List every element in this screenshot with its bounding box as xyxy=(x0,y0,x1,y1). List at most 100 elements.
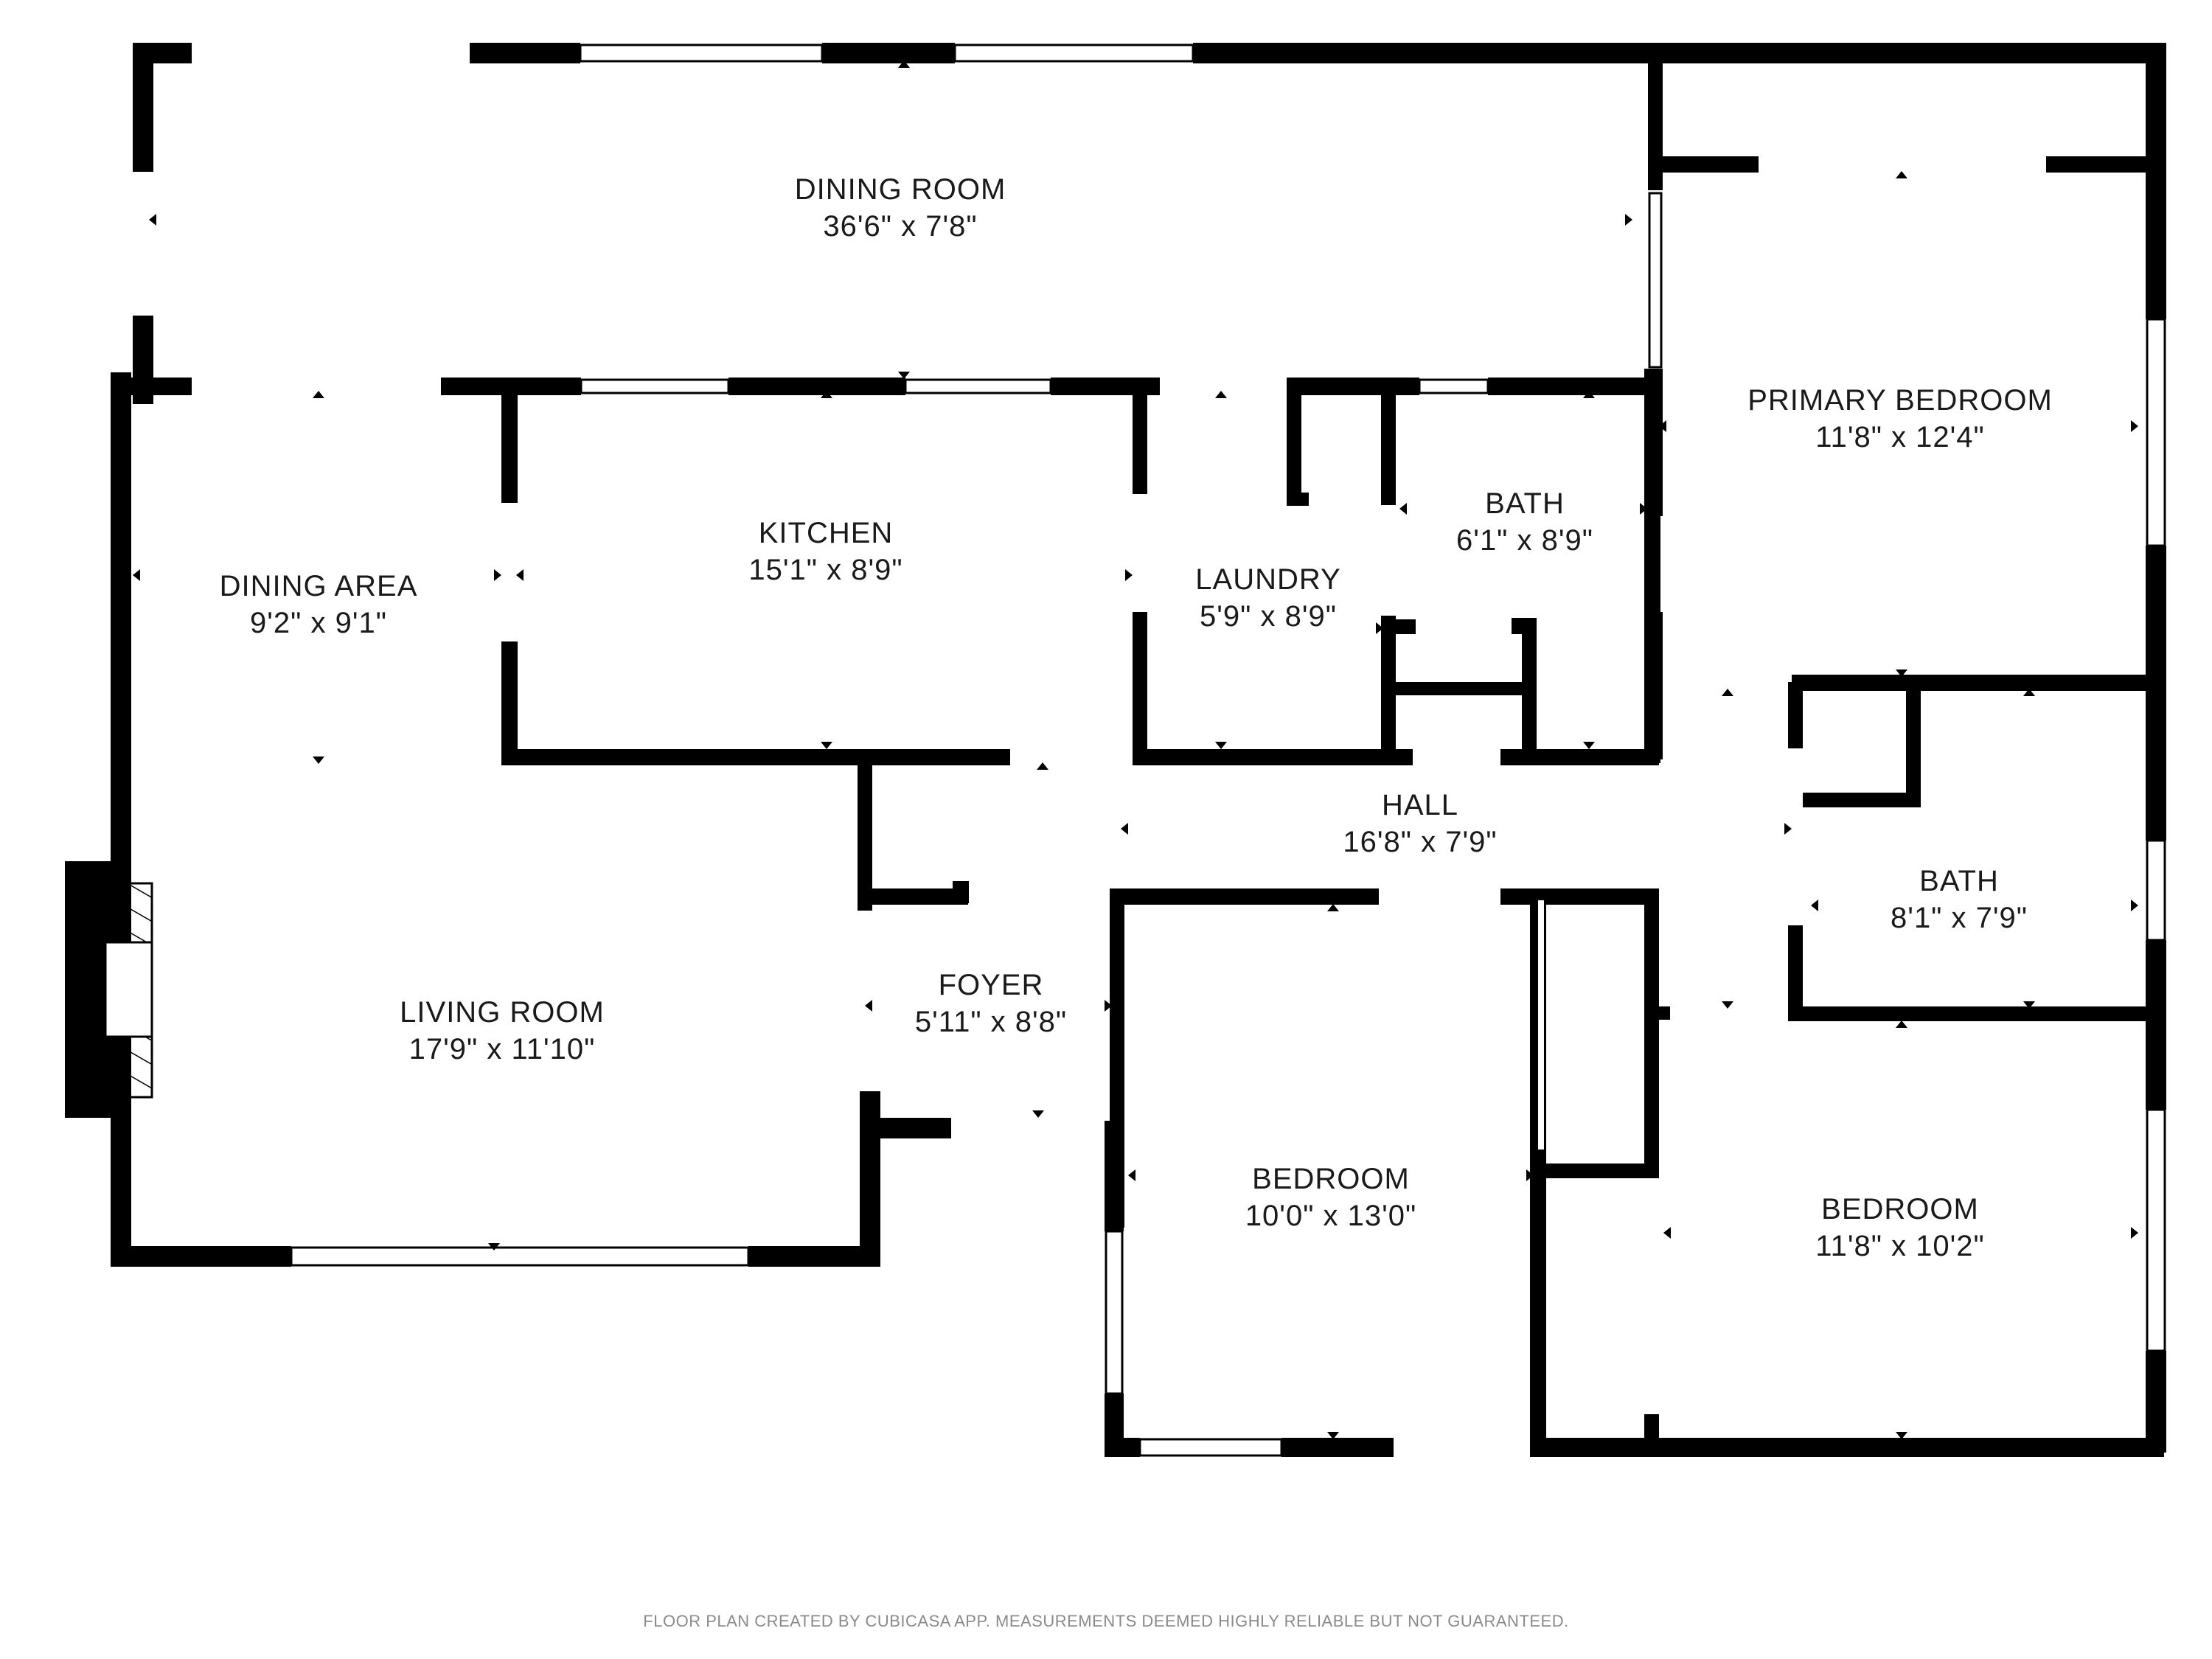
room-name: BATH xyxy=(1919,865,1999,897)
door-marker xyxy=(1121,823,1128,835)
wall-bed1-left-2 xyxy=(1105,1121,1124,1231)
room-bath-2: BATH 8'1" x 7'9" xyxy=(1891,863,2028,936)
wall-right-4 xyxy=(2146,1351,2166,1453)
room-name: DINING AREA xyxy=(219,570,418,602)
door-marker xyxy=(1659,420,1666,432)
room-dimensions: 5'11" x 8'8" xyxy=(914,1006,1068,1038)
room-dimensions: 11'8" x 12'4" xyxy=(1815,421,1985,453)
wall-top-3 xyxy=(822,43,955,63)
wall-right-2 xyxy=(2146,546,2166,841)
room-name: BEDROOM xyxy=(1252,1163,1410,1195)
wall-laundry-bottom xyxy=(1133,749,1413,765)
closet-bottom xyxy=(1287,493,1309,506)
room-dimensions: 9'2" x 9'1" xyxy=(250,607,387,639)
door-markers xyxy=(133,60,2138,1439)
wall-mid-5 xyxy=(1287,378,1419,395)
door-marker xyxy=(1896,669,1907,677)
door-marker xyxy=(133,569,140,581)
room-name: PRIMARY BEDROOM xyxy=(1747,384,2053,417)
bath-cabinet-mid xyxy=(1386,682,1534,695)
wall-kitchen-left-2 xyxy=(501,641,518,765)
wall-left-dining-1 xyxy=(133,43,153,172)
door-marker xyxy=(1526,1169,1534,1181)
room-name: BATH xyxy=(1485,487,1565,520)
window-right-2 xyxy=(2146,839,2166,942)
room-bath-1: BATH 6'1" x 8'9" xyxy=(1456,485,1593,559)
door-marker xyxy=(1399,503,1407,515)
closet-left xyxy=(1287,383,1301,505)
wall-bath-bottom xyxy=(1500,749,1659,765)
walls xyxy=(65,43,2166,1457)
wall-bath2-bottom xyxy=(1788,1006,2164,1021)
room-dimensions: 11'8" x 10'2" xyxy=(1815,1230,1985,1262)
room-dimensions: 8'1" x 7'9" xyxy=(1891,902,2028,934)
window-mid-2 xyxy=(904,378,1052,394)
window-living-bottom xyxy=(290,1246,750,1267)
wall-primary-left-1 xyxy=(1648,43,1663,190)
wall-bed1-top-1 xyxy=(1110,888,1379,905)
room-name: HALL xyxy=(1381,789,1459,821)
wall-hall-closet-right xyxy=(953,881,969,903)
room-name: LIVING ROOM xyxy=(400,996,605,1029)
door-marker xyxy=(1037,762,1048,770)
door-marker xyxy=(1125,569,1133,581)
door-marker xyxy=(149,214,156,226)
room-name: DINING ROOM xyxy=(794,173,1006,206)
door-marker xyxy=(1896,1020,1907,1028)
wall-mid-3 xyxy=(728,378,905,395)
door-marker xyxy=(313,391,324,398)
window-right-3 xyxy=(2146,1108,2166,1352)
wall-bed1-bottom-3 xyxy=(1530,1438,2164,1457)
window-primary-left xyxy=(1648,192,1663,369)
room-dining-room: DINING ROOM 36'6" x 7'8" xyxy=(795,171,1006,245)
door-marker xyxy=(1722,1001,1733,1009)
door-marker xyxy=(1128,1169,1135,1181)
room-laundry: LAUNDRY 5'9" x 8'9" xyxy=(1195,561,1340,635)
wall-top-2 xyxy=(470,43,580,63)
window-right-1 xyxy=(2146,318,2166,547)
room-living-room: LIVING ROOM 17'9" x 11'10" xyxy=(400,994,605,1068)
window-mid-1 xyxy=(580,378,730,394)
door-marker xyxy=(898,372,910,379)
wall-hall-closet-bottom xyxy=(858,888,968,905)
wall-bath-right xyxy=(1644,369,1660,763)
room-name: BEDROOM xyxy=(1821,1193,1979,1225)
door-marker xyxy=(1896,171,1907,178)
wall-left-living xyxy=(111,372,131,1266)
window-top-1 xyxy=(579,44,824,63)
door-marker xyxy=(1327,1432,1339,1439)
door-marker xyxy=(1032,1110,1044,1118)
room-kitchen: KITCHEN 15'1" x 8'9" xyxy=(748,515,902,588)
window-mid-3 xyxy=(1418,378,1489,394)
wall-hall-right-1 xyxy=(1644,888,1659,1176)
room-dimensions: 15'1" x 8'9" xyxy=(748,554,903,586)
wall-bed1-bottom-1 xyxy=(1105,1438,1140,1457)
room-dining-area: DINING AREA 9'2" x 9'1" xyxy=(220,568,418,641)
wall-kitchen-bottom xyxy=(501,749,1010,765)
bath-cabinet-top xyxy=(1386,619,1416,634)
door-marker xyxy=(2131,420,2138,432)
wall-kitchen-left-1 xyxy=(501,383,518,503)
room-bedroom-2: BEDROOM 11'8" x 10'2" xyxy=(1815,1191,1984,1265)
door-marker xyxy=(898,60,910,68)
door-marker xyxy=(1327,904,1339,911)
room-dimensions: 10'0" x 13'0" xyxy=(1245,1200,1417,1232)
door-marker xyxy=(1105,1000,1112,1012)
door-marker xyxy=(494,569,501,581)
door-marker xyxy=(1215,391,1227,398)
room-primary-bedroom: PRIMARY BEDROOM 11'8" x 12'4" xyxy=(1747,382,2053,456)
windows xyxy=(290,44,2166,1457)
door-marker xyxy=(313,757,324,764)
door-marker xyxy=(865,1000,872,1012)
fireplace xyxy=(86,882,153,1099)
room-name: FOYER xyxy=(938,969,1044,1001)
room-dimensions: 17'9" x 11'10" xyxy=(408,1033,596,1065)
room-dimensions: 36'6" x 7'8" xyxy=(823,210,978,243)
wall-bath2-left-2 xyxy=(1788,925,1803,1021)
door-marker xyxy=(1722,689,1733,696)
wall-living-right-lower xyxy=(860,1091,880,1267)
door-marker xyxy=(1811,900,1818,911)
room-hall: HALL 16'8" x 7'9" xyxy=(1343,787,1497,860)
door-marker xyxy=(821,391,832,398)
closet-stub xyxy=(1537,899,1545,1151)
